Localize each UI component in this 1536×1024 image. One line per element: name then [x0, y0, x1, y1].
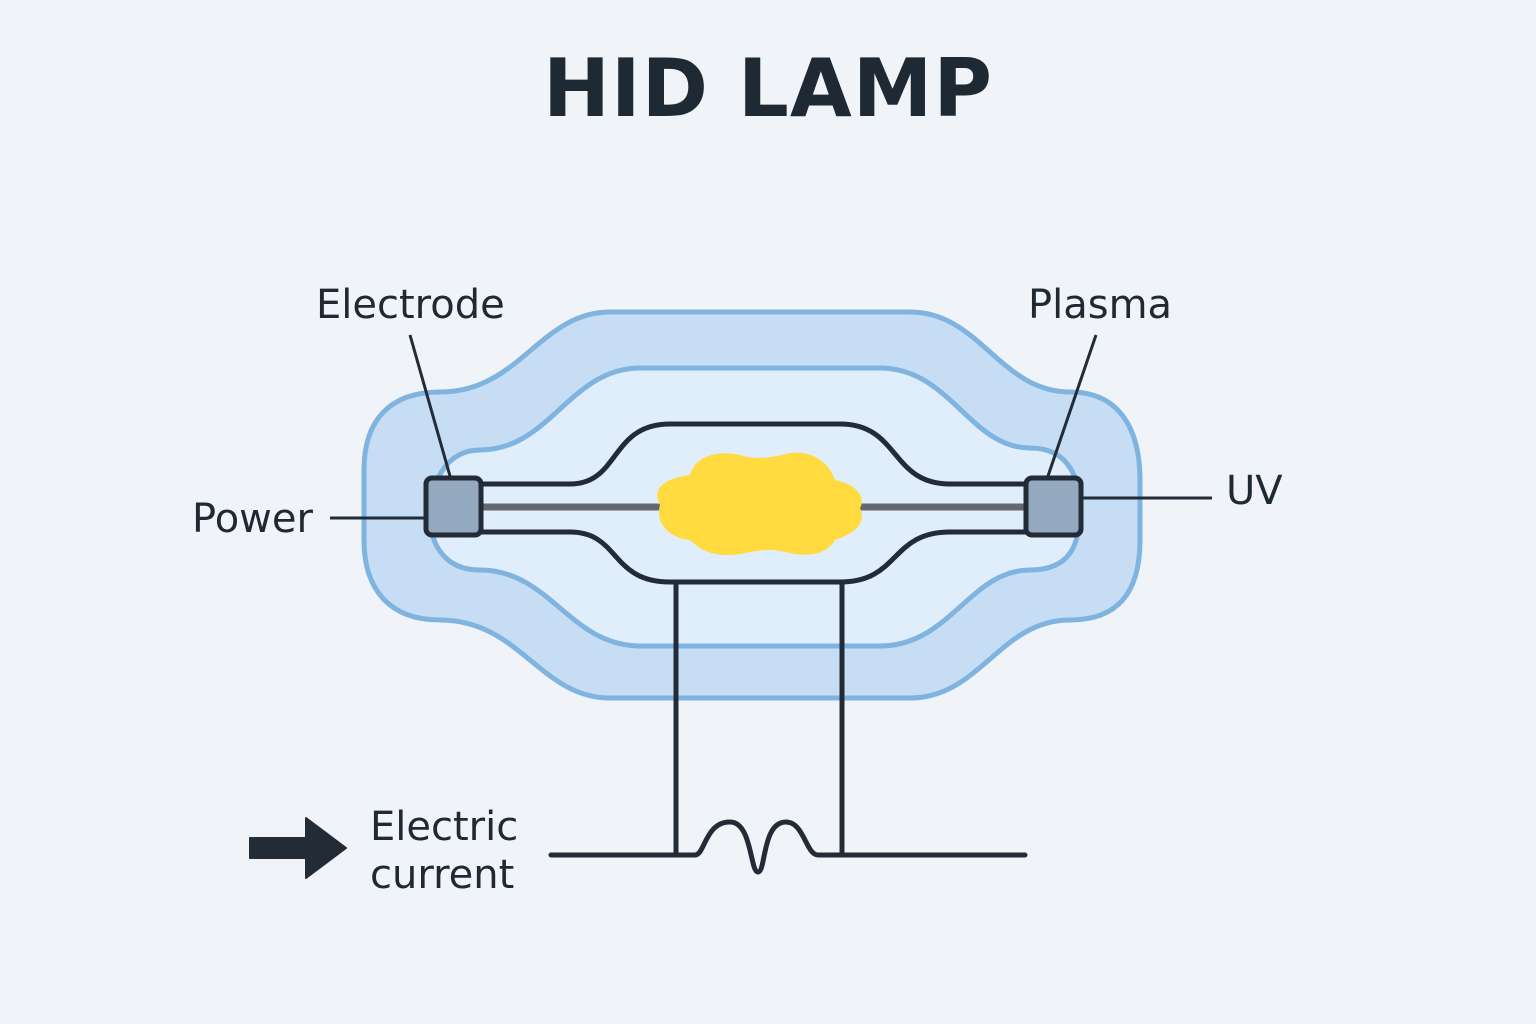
- current-wire-with-wave: [548, 819, 1028, 875]
- uv-label: UV: [1226, 468, 1283, 514]
- plasma-blob: [657, 452, 862, 556]
- arc-tube: [480, 421, 1028, 585]
- right-electrode-cap: [1023, 475, 1084, 538]
- power-label: Power: [192, 496, 313, 542]
- electric-current-label-line2: current: [370, 852, 515, 898]
- left-electrode-cap: [423, 475, 484, 538]
- plasma-label: Plasma: [1028, 282, 1173, 328]
- electrode-label: Electrode: [316, 282, 505, 328]
- right-arrow-icon: [249, 817, 347, 879]
- plasma-leader-line: [1046, 334, 1098, 477]
- electrode-leader-line: [408, 334, 452, 477]
- diagram-title: HID LAMP: [542, 42, 994, 135]
- electric-current-label-line1: Electric: [370, 804, 519, 850]
